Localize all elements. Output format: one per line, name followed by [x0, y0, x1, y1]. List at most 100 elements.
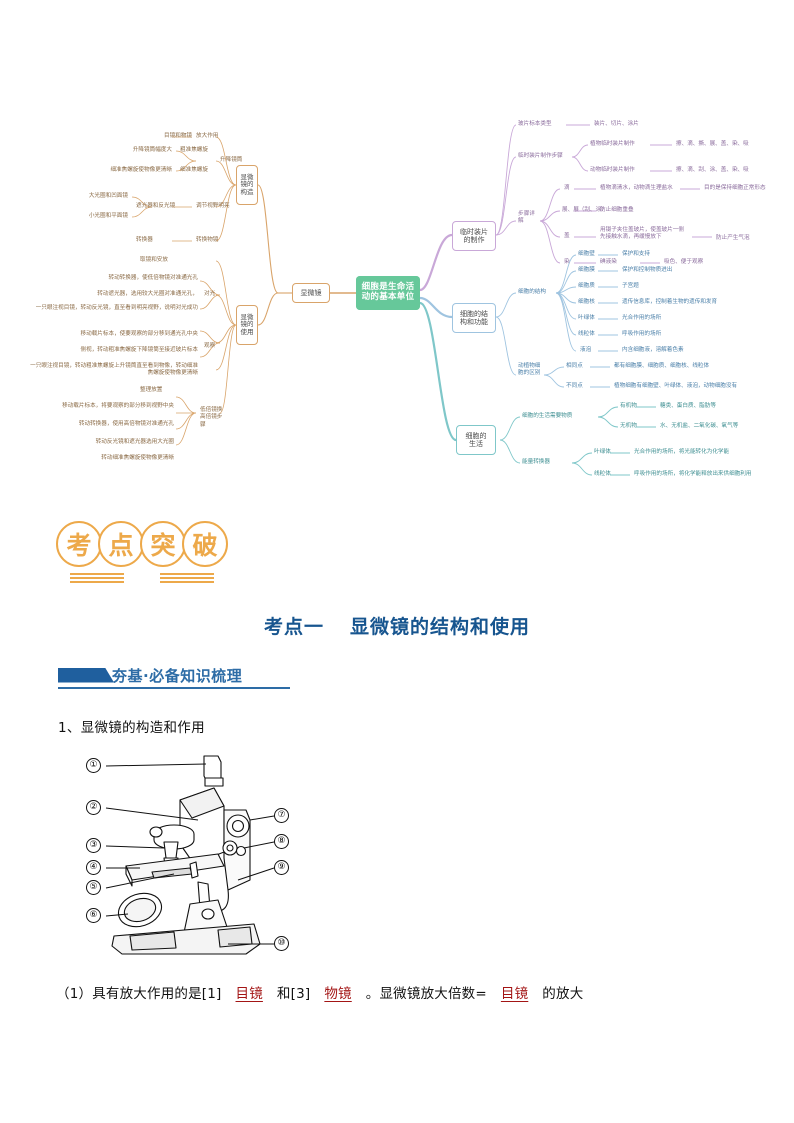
mm-label: 滴	[564, 185, 570, 191]
section-underline	[58, 687, 290, 689]
flag-icon	[58, 667, 114, 683]
mm-label: 临时装片制作步骤	[518, 153, 563, 159]
badge-rule	[70, 573, 124, 575]
mm-label: 水、无机盐、二氧化碳、氧气等	[660, 423, 739, 429]
mm-label: 吸色、便于观察	[664, 259, 704, 265]
mm-label: 盖	[564, 233, 570, 239]
question-mid-1: 和[3]	[276, 986, 311, 1002]
mm-label: 装片、切片、涂片	[594, 121, 639, 127]
callout-6: ⑥	[86, 908, 101, 923]
mm-label: 细胞的结构	[518, 289, 546, 295]
mm-label: 大光圈和凹面镜	[88, 193, 128, 199]
mm-label: 液泡	[580, 347, 592, 353]
mm-label: 细胞核	[578, 299, 595, 305]
badge-rule	[70, 581, 124, 583]
section-heading: 夯基·必备知识梳理	[58, 664, 242, 686]
mm-label: 呼吸作用的场所	[622, 331, 662, 337]
mm-label: 对光	[204, 291, 216, 297]
mm-label: 转动遮光器，选用较大光圈对准通光孔，	[97, 291, 198, 297]
mm-label: 侧视，转动粗准焦螺旋下降镜筒至接近玻片标本	[80, 347, 198, 353]
callout-2: ②	[86, 800, 101, 815]
mm-label: 步骤详解	[518, 211, 535, 225]
badge-char-3: 突	[140, 521, 186, 567]
mm-label: 细胞质	[578, 283, 595, 289]
mm-label: 呼吸作用的场所，将化学能释放出来供细胞利用	[634, 471, 752, 477]
section-heading-label: 夯基·必备知识梳理	[112, 666, 243, 685]
mindmap-center-node-text: 细胞是生命活 动的基本单位	[356, 276, 420, 310]
mm-label: 植物临时装片制作	[590, 141, 635, 147]
mm-label: 擦、滴、撕、展、盖、染、吸	[676, 141, 749, 147]
mm-label: 线粒体	[578, 331, 595, 337]
mm-label: 目镜和物镜	[164, 133, 192, 139]
mm-label: 有机物	[620, 403, 637, 409]
mm-label: 动物临时装片制作	[590, 167, 635, 173]
mm-label: 糖类、蛋白质、脂肪等	[660, 403, 716, 409]
mm-label: 移动载片标本，使要观察的部分移到通光孔中央	[80, 331, 198, 337]
mm-label: 整理放置	[140, 387, 163, 393]
mm-label: 转动转换器，使用高倍物镜对准通光孔	[78, 421, 174, 427]
callout-8: ⑧	[274, 834, 289, 849]
mm-label: 内含细胞液，溶解着色素	[622, 347, 684, 353]
mm-label: 低倍镜换高倍镜步骤	[200, 407, 223, 428]
mm-label: 防止细胞重叠	[600, 207, 634, 213]
center-line-1: 细胞是生命活	[361, 282, 415, 293]
mm-label: 转换物镜	[196, 237, 219, 243]
callout-5: ⑤	[86, 880, 101, 895]
mindmap-node-cell-life: 细胞的生活	[456, 425, 496, 455]
answer-blank-2: 物镜	[324, 986, 352, 1002]
mm-label: 取镜和安放	[140, 257, 168, 263]
callout-7: ⑦	[274, 808, 289, 823]
question-mid-2: 。显微镜放大倍数=	[365, 986, 487, 1002]
node-label: 显微镜	[300, 288, 322, 297]
mm-label: 碘液染	[600, 259, 617, 265]
mm-label: 一只眼注视目镜，转动反光镜，直至看到明亮视野，说明对光成功	[35, 305, 198, 311]
mm-label: 转动反光镜和遮光器选用大光圈	[95, 439, 174, 445]
badge-rule	[160, 577, 214, 579]
mm-label: 都有细胞膜、细胞质、细胞核、线粒体	[614, 363, 710, 369]
mm-label: 调节视野明亮	[196, 203, 230, 209]
badge-char-1: 考	[56, 521, 102, 567]
mm-label: 线粒体	[594, 471, 611, 477]
badge-rule	[160, 573, 214, 575]
mm-label: 植物滴清水，动物滴生理盐水	[600, 185, 673, 191]
mm-label: 转换器	[136, 237, 153, 243]
mm-label: 展、展（刮、涂）	[562, 207, 607, 213]
mm-label: 一只眼注视目镜，转动粗准焦螺旋上升镜筒直至看到物像，转动细准焦螺旋使物像更清晰	[30, 363, 198, 376]
mindmap-node-cell-structure: 细胞的结构和功能	[452, 303, 496, 333]
mm-label: 相同点	[566, 363, 583, 369]
mm-label: 目的是保持细胞正常形态	[704, 185, 766, 191]
page-title: 考点一显微镜的结构和使用	[0, 612, 794, 639]
mm-label: 升降镜筒	[220, 157, 243, 163]
mm-label: 遗传信息库，控制着生物的遗传和发育	[622, 299, 718, 305]
mm-label: 无机物	[620, 423, 637, 429]
mm-label: 遮光器和反光镜	[136, 203, 176, 209]
mm-label: 保护和支持	[622, 251, 650, 257]
mm-label: 细胞壁	[578, 251, 595, 257]
mm-label: 动植物细胞的区别	[518, 363, 541, 377]
callout-1: ①	[86, 758, 101, 773]
mm-label: 防止产生气泡	[716, 235, 750, 241]
answer-blank-3: 目镜	[500, 986, 529, 1002]
center-line-2: 动的基本单位	[361, 292, 415, 302]
mindmap-node-slide-prep: 临时装片的制作	[452, 221, 496, 251]
badge-char-4: 破	[182, 521, 228, 567]
mm-label: 擦、滴、刮、涂、盖、染、吸	[676, 167, 749, 173]
mm-label: 粗准焦螺旋	[180, 147, 208, 153]
mm-label: 放大作用	[196, 133, 219, 139]
callout-9: ⑨	[274, 860, 289, 875]
microscope-drawing	[105, 755, 275, 955]
question-suffix: 的放大	[542, 986, 584, 1002]
mm-label: 细胞膜	[578, 267, 595, 273]
mm-label: 细准焦螺旋使物像更清晰	[110, 167, 172, 173]
mindmap-node-usage: 显微镜的使用	[236, 305, 258, 345]
badge-rule	[160, 581, 214, 583]
mm-label: 小光圈和平面镜	[88, 213, 128, 219]
mm-label: 光合作用的场所	[622, 315, 662, 321]
mm-label: 保护和控制物质进出	[622, 267, 673, 273]
callout-4: ④	[86, 860, 101, 875]
callout-10: ⑩	[274, 936, 289, 951]
mindmap-node-structure: 显微镜的构造	[236, 165, 258, 205]
mm-label: 染	[564, 259, 570, 265]
